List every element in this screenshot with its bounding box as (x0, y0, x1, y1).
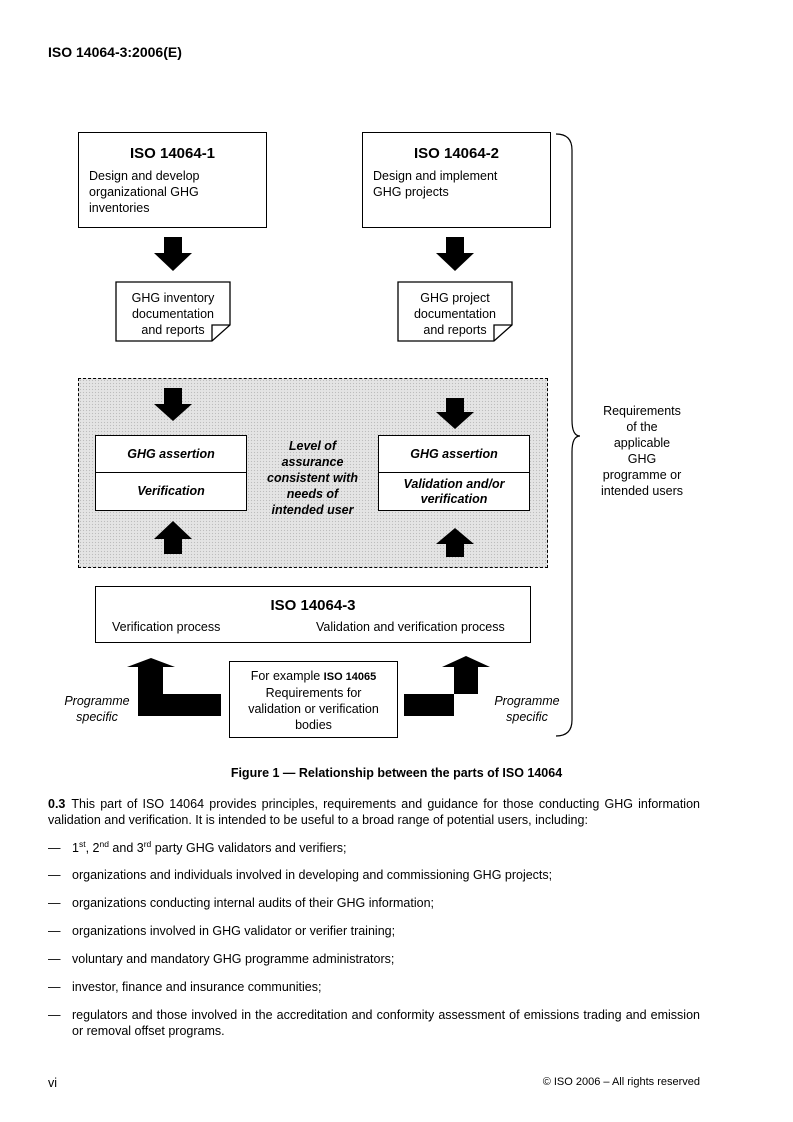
iso-14064-3-title: ISO 14064-3 (270, 597, 356, 614)
up-arrow-icon (154, 521, 192, 554)
list-dash: — (48, 924, 61, 938)
document-fold-left (211, 324, 230, 341)
ghg-assertion-label: GHG assertion (379, 436, 529, 473)
page-number: vi (48, 1076, 58, 1090)
bent-arrow-right-icon (404, 656, 490, 716)
list-dash: — (48, 952, 61, 966)
iso-14064-1-title: ISO 14064-1 (129, 145, 216, 162)
iso-14065-prefix: For example (250, 669, 324, 683)
validation-verification-process-label: Validation and verification process (316, 620, 505, 634)
ordinal-suffix: rd (143, 839, 152, 849)
iso-14064-1-text: Design and develop organizational GHG in… (89, 169, 200, 215)
list-item-text: organizations conducting internal audits… (72, 896, 434, 910)
list-item-rest: party GHG validators and verifiers; (151, 841, 347, 855)
list-dash: — (48, 841, 61, 855)
document-id: ISO 14064-3:2006(E) (48, 44, 182, 60)
programme-specific-left: Programme specific (64, 694, 130, 724)
down-arrow-icon (154, 388, 192, 421)
ghg-inventory-docs: GHG inventory documentation and reports (131, 291, 215, 337)
ordinal-suffix: nd (99, 839, 109, 849)
document-fold-right (493, 324, 512, 341)
list-item: — 1st, 2nd and 3rd party GHG validators … (48, 839, 700, 861)
ordinal-suffix: st (78, 839, 86, 849)
iso-14065-bold: ISO 14065 (323, 671, 377, 683)
assertion-box-verification: GHG assertion Verification (95, 435, 247, 511)
level-of-assurance-text: Level of assurance consistent with needs… (267, 439, 358, 517)
verification-label: Verification (137, 484, 205, 498)
iso-14064-1-box: ISO 14064-1 Design and develop organizat… (78, 132, 267, 228)
iso-14064-2-title: ISO 14064-2 (413, 145, 500, 162)
bent-arrow-left-icon (127, 658, 221, 716)
down-arrow-icon (436, 398, 474, 429)
verification-process-label: Verification process (112, 620, 221, 634)
list-item-text: organizations and individuals involved i… (72, 868, 553, 882)
document-shape-right (397, 281, 513, 342)
down-arrow-icon (436, 237, 474, 271)
list-dash: — (48, 896, 61, 910)
iso-14064-2-text: Design and implement GHG projects (373, 169, 498, 199)
document-shape-left (115, 281, 231, 342)
list-item-text: voluntary and mandatory GHG programme ad… (72, 952, 395, 966)
curly-brace-icon (555, 133, 581, 737)
iso-14065-rest: Requirements for validation or verificat… (248, 686, 379, 732)
iso-14064-2-box: ISO 14064-2 Design and implement GHG pro… (362, 132, 551, 228)
down-arrow-icon (154, 237, 192, 271)
validation-verification-label: Validation and/or verification (403, 476, 505, 506)
list-item-text: organizations involved in GHG validator … (72, 924, 396, 938)
ghg-project-docs: GHG project documentation and reports (413, 291, 496, 337)
ordinal-1: 1 (72, 841, 79, 855)
list-item-text: regulators and those involved in the acc… (72, 1008, 700, 1038)
list-dash: — (48, 1008, 61, 1022)
iso-14064-3-box: ISO 14064-3 Verification process Validat… (95, 586, 531, 643)
list-item-text: investor, finance and insurance communit… (72, 980, 322, 994)
assertion-box-validation: GHG assertion Validation and/or verifica… (378, 435, 530, 511)
list-dash: — (48, 980, 61, 994)
ordinal-3: and 3 (108, 841, 144, 855)
intro-text: This part of ISO 14064 provides principl… (48, 797, 700, 827)
iso-14065-box: For example ISO 14065 Requirements for v… (229, 661, 398, 738)
list-item-text: 1st, 2nd and 3rd party GHG validators an… (72, 839, 700, 857)
copyright-notice: © ISO 2006 – All rights reserved (542, 1076, 700, 1088)
clause-number: 0.3 (48, 797, 66, 811)
figure-caption: Figure 1 — Relationship between the part… (230, 766, 563, 780)
requirements-text: Requirements of the applicable GHG progr… (600, 404, 683, 498)
list-dash: — (48, 868, 61, 882)
programme-specific-right: Programme specific (494, 694, 560, 724)
iso-14065-text: For example ISO 14065 Requirements for v… (230, 662, 397, 733)
ordinal-2: , 2 (85, 841, 100, 855)
ghg-assertion-label: GHG assertion (96, 436, 246, 473)
up-arrow-icon (436, 528, 474, 557)
